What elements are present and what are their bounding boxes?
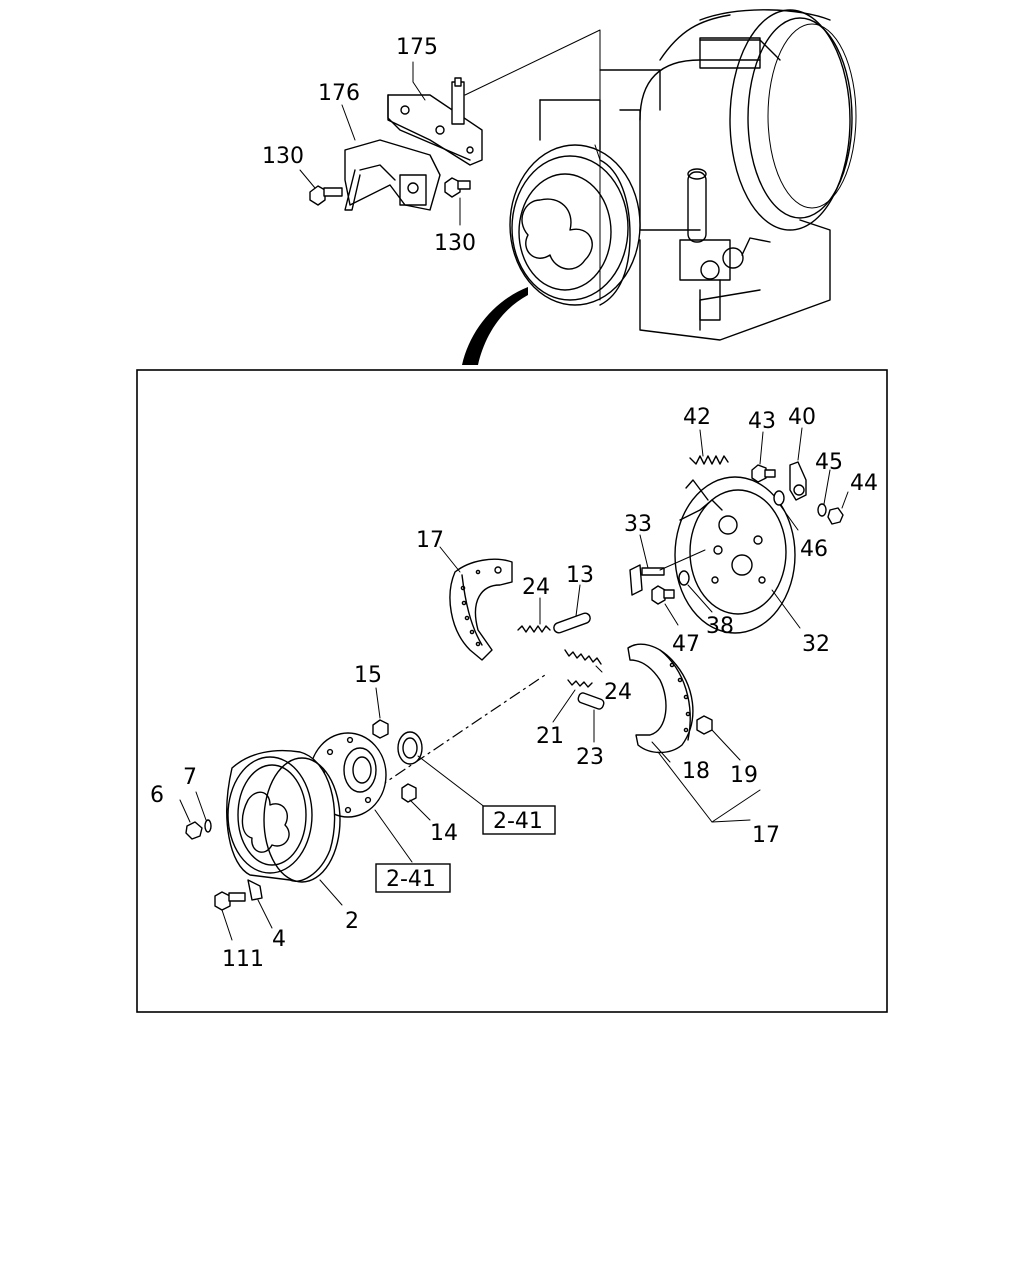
callout-43: 43 — [748, 409, 776, 434]
upper-brake-shoe — [439, 546, 605, 743]
detail-frame — [136, 369, 888, 1013]
callout-38: 38 — [706, 614, 734, 639]
callout-24: 24 — [522, 575, 550, 600]
callout-14: 14 — [430, 821, 458, 846]
callout-40: 40 — [788, 405, 816, 430]
callout-17: 17 — [752, 823, 780, 848]
bolt-icon — [444, 177, 471, 198]
callout-45: 45 — [815, 450, 843, 475]
callout-7: 7 — [183, 765, 197, 790]
callout-17: 17 — [416, 528, 444, 553]
callout-23: 23 — [576, 745, 604, 770]
transmission-assembly — [462, 9, 857, 365]
callout-111: 111 — [222, 947, 264, 972]
callout-2: 2 — [345, 909, 359, 934]
callout-42: 42 — [683, 405, 711, 430]
reference-box: 2-41 — [375, 863, 451, 893]
callout-24: 24 — [604, 680, 632, 705]
callout-176: 176 — [318, 81, 360, 106]
callout-13: 13 — [566, 563, 594, 588]
callout-15: 15 — [354, 663, 382, 688]
callout-6: 6 — [150, 783, 164, 808]
callout-175: 175 — [396, 35, 438, 60]
callout-44: 44 — [850, 471, 878, 496]
reference-label: 2-41 — [386, 867, 436, 892]
lower-brake-shoe — [627, 643, 761, 823]
brake-drum-assembly — [179, 749, 343, 941]
callout-4: 4 — [272, 927, 286, 952]
callout-46: 46 — [800, 537, 828, 562]
callout-130: 130 — [262, 144, 304, 169]
callout-21: 21 — [536, 724, 564, 749]
bolt-icon — [309, 185, 343, 206]
callout-18: 18 — [682, 759, 710, 784]
reference-box: 2-41 — [482, 805, 556, 835]
callout-130: 130 — [434, 231, 476, 256]
callout-19: 19 — [730, 763, 758, 788]
callout-47: 47 — [672, 632, 700, 657]
lever-bracket-assembly — [299, 61, 483, 226]
callout-33: 33 — [624, 512, 652, 537]
reference-label: 2-41 — [493, 809, 543, 834]
callout-32: 32 — [802, 632, 830, 657]
backing-plate-assembly — [629, 427, 849, 634]
